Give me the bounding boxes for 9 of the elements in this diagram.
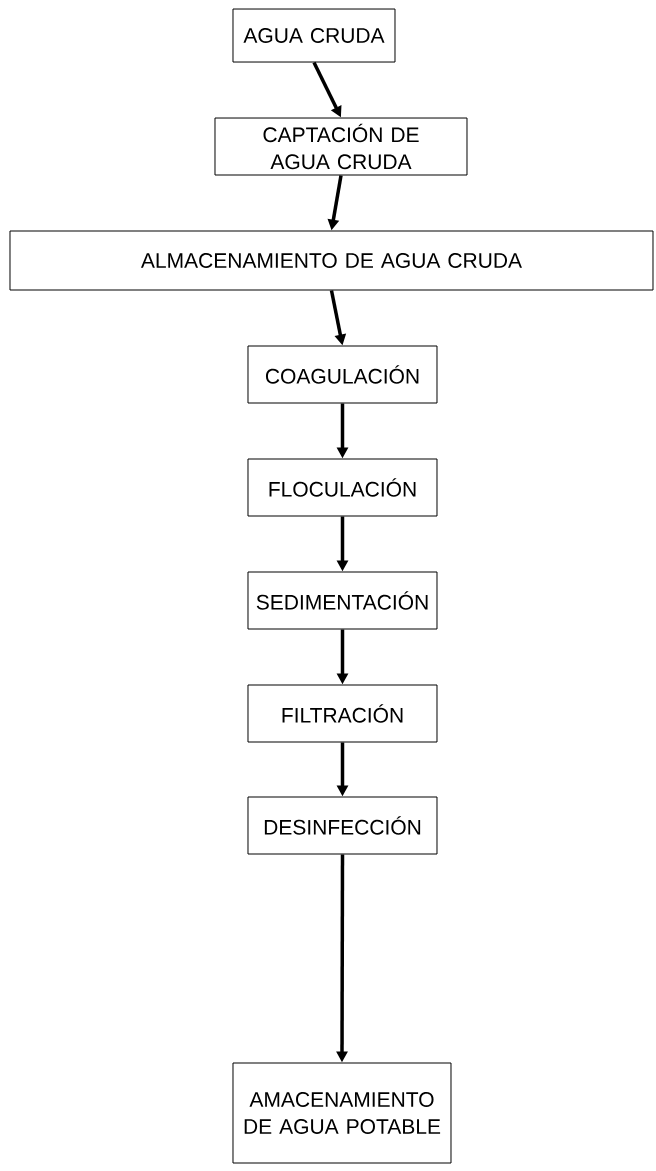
process-box: AMACENAMIENTO DE AGUA POTABLE	[232, 1062, 452, 1164]
process-box: SEDIMENTACIÓN	[247, 571, 438, 630]
process-box: CAPTACIÓN DE AGUA CRUDA	[214, 117, 468, 176]
process-box: DESINFECCIÓN	[247, 796, 438, 855]
process-box: AGUA CRUDA	[232, 8, 396, 63]
process-box: FILTRACIÓN	[247, 684, 438, 743]
process-box: ALMACENAMIENTO DE AGUA CRUDA	[9, 230, 654, 291]
process-box: FLOCULACIÓN	[247, 458, 438, 517]
process-box: COAGULACIÓN	[247, 345, 438, 404]
